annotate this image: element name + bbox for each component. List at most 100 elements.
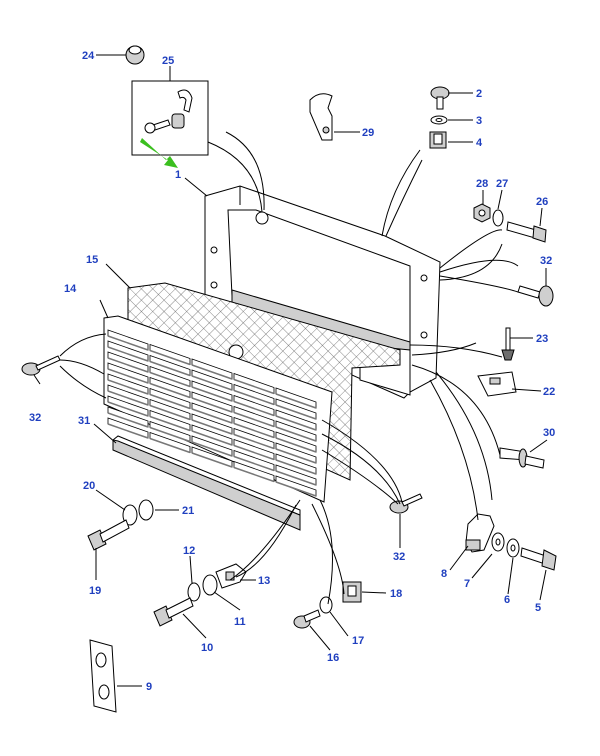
part-24-grommet	[125, 45, 145, 65]
callout-11: 11	[234, 616, 246, 628]
louvre-slat-shadow	[107, 390, 149, 406]
callout-30: 30	[543, 427, 555, 439]
louvre-slat-shadow	[275, 470, 317, 486]
part-6-washer	[506, 538, 520, 558]
callout-26: 26	[536, 196, 548, 208]
part-17-washer	[319, 596, 333, 614]
callout-32-bottom: 32	[393, 551, 405, 563]
part-13-clip	[215, 563, 247, 589]
louvre-slat-shadow	[191, 397, 233, 413]
louvre-slat-shadow	[233, 455, 275, 472]
callout-6: 6	[504, 594, 510, 606]
callout-29: 29	[362, 127, 374, 139]
louvre-slat-shadow	[275, 437, 317, 453]
part-19-bolt	[87, 519, 130, 551]
louvre-slat-shadow	[107, 346, 149, 362]
louvre-slat-shadow	[275, 481, 317, 497]
assembly-curves	[59, 131, 519, 605]
louvre-slat-shadow	[191, 441, 233, 457]
part-5-bolt	[520, 547, 557, 571]
louvre-slat-shadow	[107, 379, 149, 395]
louvre-slat-shadow	[107, 357, 149, 373]
part-29-clip	[309, 93, 333, 141]
callout-4: 4	[476, 137, 483, 149]
callout-18: 18	[390, 588, 402, 600]
louvre-slat-shadow	[191, 452, 233, 468]
callout-19: 19	[89, 585, 101, 597]
part-28-nut	[473, 203, 491, 223]
part-9-plate	[89, 639, 117, 713]
callout-2: 2	[476, 88, 482, 100]
louvre-slat-shadow	[191, 408, 233, 424]
callout-23: 23	[536, 333, 548, 345]
callout-3: 3	[476, 115, 482, 127]
louvre-slat-shadow	[149, 349, 191, 366]
louvre-slat-shadow	[275, 415, 317, 431]
louvre-slat-shadow	[191, 419, 233, 435]
louvre-slat-shadow	[107, 423, 149, 439]
louvre-slat-shadow	[233, 466, 275, 483]
callout-12: 12	[183, 545, 195, 557]
callout-22: 22	[543, 386, 555, 398]
part-32-rivet-right-top	[517, 285, 554, 307]
part-23-pin	[501, 327, 515, 361]
part-16-screw	[293, 609, 321, 629]
louvre-slat-shadow	[233, 444, 275, 461]
part-2-screw	[430, 86, 450, 110]
callout-20: 20	[83, 480, 95, 492]
louvre-slat-shadow	[233, 378, 275, 395]
louvre-slat-shadow	[275, 426, 317, 442]
callout-31: 31	[78, 415, 90, 427]
louvre-slat-shadow	[149, 360, 191, 377]
louvre-slat-shadow	[107, 335, 149, 351]
part-11-washer	[202, 574, 218, 596]
part-27-washer	[492, 209, 504, 227]
louvre-slat-shadow	[149, 415, 191, 432]
louvre-slat-shadow	[275, 404, 317, 420]
callout-25: 25	[162, 55, 174, 67]
part-18-clip-nut	[342, 581, 362, 603]
louvre-slat-shadow	[149, 426, 191, 443]
louvre-slat-shadow	[191, 430, 233, 446]
part-25-box	[131, 80, 209, 168]
louvre-slat-shadow	[233, 400, 275, 417]
louvre-slat-shadow	[107, 401, 149, 417]
louvre-slat-shadow	[233, 389, 275, 406]
louvre-slat-shadow	[275, 448, 317, 464]
callout-24: 24	[82, 50, 95, 62]
part-26-bolt	[506, 221, 547, 243]
louvre-slat-shadow	[149, 371, 191, 388]
callout-16: 16	[327, 652, 339, 664]
louvre-slat-shadow	[233, 411, 275, 428]
louvre-slat-shadow	[191, 364, 233, 380]
callout-10: 10	[201, 642, 213, 654]
callout-21: 21	[182, 505, 194, 517]
leader-lines	[33, 54, 548, 687]
part-22-bracket	[477, 371, 517, 397]
part-8-latch	[465, 513, 495, 553]
callout-5: 5	[535, 602, 541, 614]
callout-32-right: 32	[540, 255, 552, 267]
callout-9: 9	[146, 681, 152, 693]
louvre-grille	[103, 315, 333, 503]
louvre-slat-shadow	[275, 393, 317, 409]
part-3-washer	[430, 115, 448, 125]
part-30-stud	[499, 447, 545, 469]
louvre-slat-shadow	[107, 368, 149, 384]
louvre-slat-shadow	[191, 375, 233, 391]
callout-28: 28	[476, 178, 488, 190]
part-12-washer	[187, 582, 201, 602]
sealing-strip	[111, 435, 301, 531]
callout-32-left: 32	[29, 412, 41, 424]
part-32-rivet-bottom	[389, 493, 423, 514]
callout-27: 27	[496, 178, 508, 190]
louvre-slat-shadow	[275, 459, 317, 475]
louvre-slat-shadow	[149, 382, 191, 399]
louvre-slat-shadow	[191, 386, 233, 402]
louvre-slat-shadow	[107, 412, 149, 428]
louvre-slat-shadow	[233, 433, 275, 450]
part-10-bolt	[153, 597, 194, 627]
part-4-clip-nut	[429, 131, 447, 149]
louvre-slat-shadow	[149, 404, 191, 421]
